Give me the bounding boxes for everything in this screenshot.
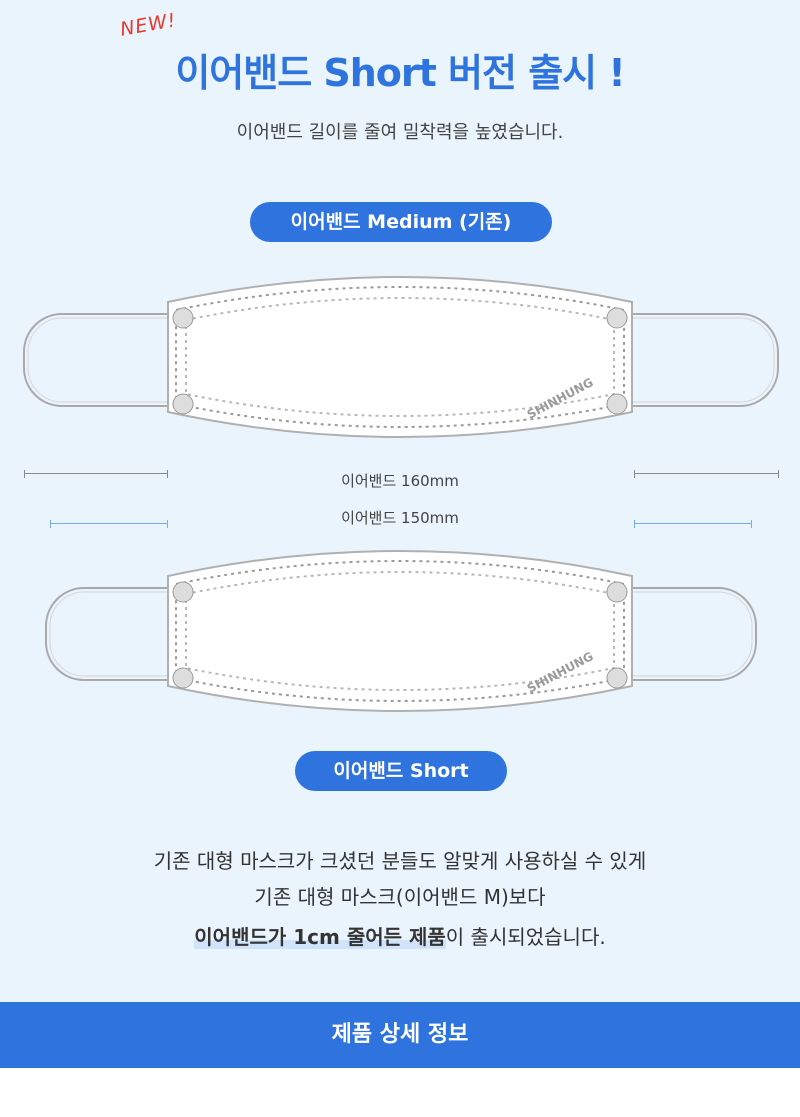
medium-earband-badge: 이어밴드 Medium (기존) (250, 202, 552, 242)
length-bar-left-short (50, 520, 168, 528)
description-highlight: 이어밴드가 1cm 줄어든 제품 (194, 925, 446, 949)
description-line-3-rest: 이 출시되었습니다. (445, 925, 606, 949)
length-bar-right-short (634, 520, 752, 528)
short-earband-badge: 이어밴드 Short (295, 751, 507, 791)
description-line-2: 기존 대형 마스크(이어밴드 M)보다 (254, 885, 546, 909)
product-detail-section-header: 제품 상세 정보 (0, 1002, 800, 1068)
bottom-white-area (0, 1068, 800, 1117)
length-160-label: 이어밴드 160mm (341, 472, 459, 490)
mask-short-illustration: SHINHUNG (45, 550, 757, 712)
length-bar-right-medium (634, 470, 779, 478)
description-line-1: 기존 대형 마스크가 크셨던 분들도 알맞게 사용하실 수 있게 (153, 849, 647, 873)
page-subtitle: 이어밴드 길이를 줄여 밀착력을 높였습니다. (236, 122, 564, 143)
length-150-label: 이어밴드 150mm (341, 509, 459, 527)
new-tag: NEW! (118, 9, 179, 41)
mask-medium-illustration: SHINHUNG (23, 276, 779, 438)
page-title: 이어밴드 Short 버전 출시 ! (175, 51, 625, 95)
length-bar-left-medium (24, 470, 168, 478)
description-line-3: 이어밴드가 1cm 줄어든 제품이 출시되었습니다. (0, 919, 800, 955)
